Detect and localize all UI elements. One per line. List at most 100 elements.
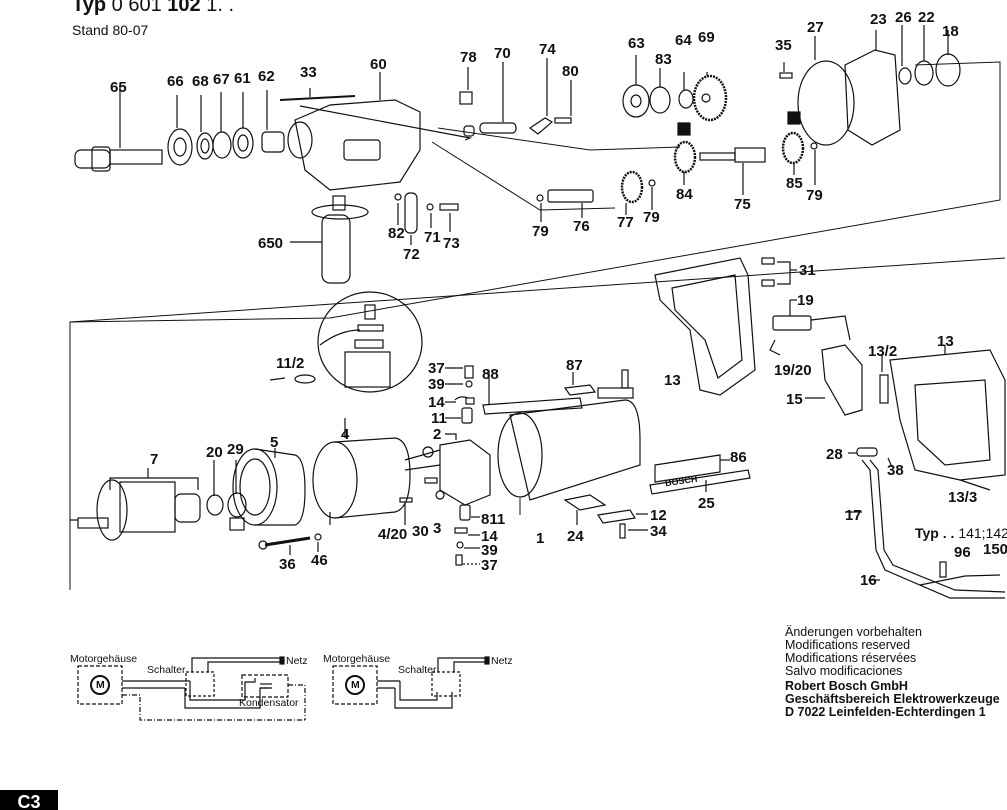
company-division: Geschäftsbereich Elektrowerkzeuge — [785, 692, 1000, 706]
part-label: 63 — [628, 35, 645, 52]
armature-pinion — [536, 170, 656, 222]
part-label: 74 — [539, 41, 556, 58]
part-label: 70 — [494, 45, 511, 62]
variant-numbers: 141;142 — [958, 525, 1007, 541]
part-label: 650 — [258, 235, 284, 252]
part-label: 60 — [370, 56, 387, 73]
part-label: 30 — [412, 523, 429, 540]
revision-stand: Stand 80-07 — [72, 22, 149, 38]
part-label: 37 — [428, 360, 445, 377]
part-label: 86 — [730, 449, 747, 466]
part-label: 61 — [234, 70, 251, 87]
motor-symbol: M — [96, 679, 105, 691]
motor-housing-label: Motorgehäuse — [323, 653, 391, 665]
part-label: 35 — [775, 37, 792, 54]
mains-label: Netz — [286, 655, 308, 667]
motor-housing-1 — [497, 399, 641, 525]
part-label: 87 — [566, 357, 583, 374]
power-cord — [845, 447, 1006, 599]
capacitor-19 — [769, 299, 851, 356]
part-label: 23 — [870, 11, 887, 28]
part-label: 11/2 — [276, 355, 305, 372]
gear-stack — [622, 55, 728, 122]
part-label: 77 — [617, 214, 634, 231]
part-label: 29 — [227, 441, 244, 458]
part-label: 17 — [845, 507, 862, 524]
part-label: 26 — [895, 9, 912, 26]
part-label: 69 — [698, 29, 715, 46]
through-bolt-36 — [258, 512, 331, 555]
part-label: 150 — [983, 541, 1007, 558]
side-handle-650 — [290, 195, 369, 284]
brush-parts-upper — [445, 365, 475, 440]
part-label: 80 — [562, 63, 579, 80]
part-label: 88 — [482, 366, 499, 383]
part-label: 13 — [937, 333, 954, 350]
stator-4 — [312, 418, 441, 525]
part-label: 22 — [918, 9, 935, 26]
capacitor-label: Kondensator — [239, 697, 299, 709]
part-label: 68 — [192, 73, 209, 90]
switch-label: Schalter — [147, 664, 186, 676]
part-label: 5 — [270, 434, 279, 451]
part-label: 83 — [655, 51, 672, 68]
part-label: 4/20 — [378, 526, 408, 543]
part-label: 19 — [797, 292, 814, 309]
bearing-set — [167, 90, 285, 166]
part-label: 811 — [481, 511, 506, 528]
part-label: 78 — [460, 49, 477, 66]
note-line: Modifications reserved — [785, 638, 911, 652]
gear-housing-60 — [279, 72, 421, 191]
part-label: 62 — [258, 68, 275, 85]
part-label: 13/3 — [948, 489, 978, 506]
part-label: 76 — [573, 218, 590, 235]
type-number-light: 0 601 — [111, 0, 162, 16]
part-label: 1 — [536, 530, 545, 547]
part-label: 75 — [734, 196, 751, 213]
part-label: 12 — [650, 507, 667, 524]
type-number-suffix: 1. . — [206, 0, 234, 16]
cover-assembly — [779, 25, 961, 146]
mains-label: Netz — [491, 655, 513, 667]
type-heading: Typ 0 601 102 1. . — [72, 0, 234, 17]
variant-type-note: Typ . . 141;142 — [915, 525, 1007, 541]
upper-assembly-frame — [69, 61, 1001, 590]
clamp-parts — [394, 192, 459, 245]
part-label: 39 — [481, 542, 498, 559]
page-badge: C3 — [0, 790, 58, 810]
part-label: 14 — [481, 528, 498, 545]
handle-shell-13 — [879, 345, 1006, 491]
modification-notes: Änderungen vorbehalten Modifications res… — [785, 626, 922, 678]
variant-prefix: Typ . . — [915, 525, 955, 541]
part-label: 34 — [650, 523, 667, 540]
field-ring-5 — [232, 448, 306, 526]
company-name: Robert Bosch GmbH — [785, 679, 908, 693]
part-label: 11 — [431, 410, 447, 427]
motor-symbol: M — [351, 679, 360, 691]
lower-assembly-frame — [69, 257, 1006, 323]
part-label: 85 — [786, 175, 803, 192]
part-label: 72 — [403, 246, 420, 263]
part-label: 64 — [675, 32, 692, 49]
strips-88-87 — [482, 369, 634, 415]
part-label: 20 — [206, 444, 223, 461]
brush-holder-detail-inset — [269, 291, 423, 393]
part-label: 67 — [213, 71, 230, 88]
note-line: Salvo modificaciones — [785, 664, 903, 678]
part-label: 7 — [150, 451, 159, 468]
part-label: 4 — [341, 426, 350, 443]
nameplate-86-25 — [649, 454, 751, 495]
part-label: 96 — [954, 544, 971, 561]
part-label: 36 — [279, 556, 296, 573]
part-label: 79 — [643, 209, 660, 226]
part-label: 14 — [428, 394, 445, 411]
type-prefix: Typ — [72, 0, 107, 16]
spindle-65 — [74, 85, 163, 172]
part-label: 13 — [664, 372, 681, 389]
part-label: 16 — [860, 572, 877, 589]
handle-housing-13 — [654, 257, 797, 396]
type-number-bold: 102 — [167, 0, 201, 16]
part-label: 79 — [532, 223, 549, 240]
motor-housing-label: Motorgehäuse — [70, 653, 138, 665]
